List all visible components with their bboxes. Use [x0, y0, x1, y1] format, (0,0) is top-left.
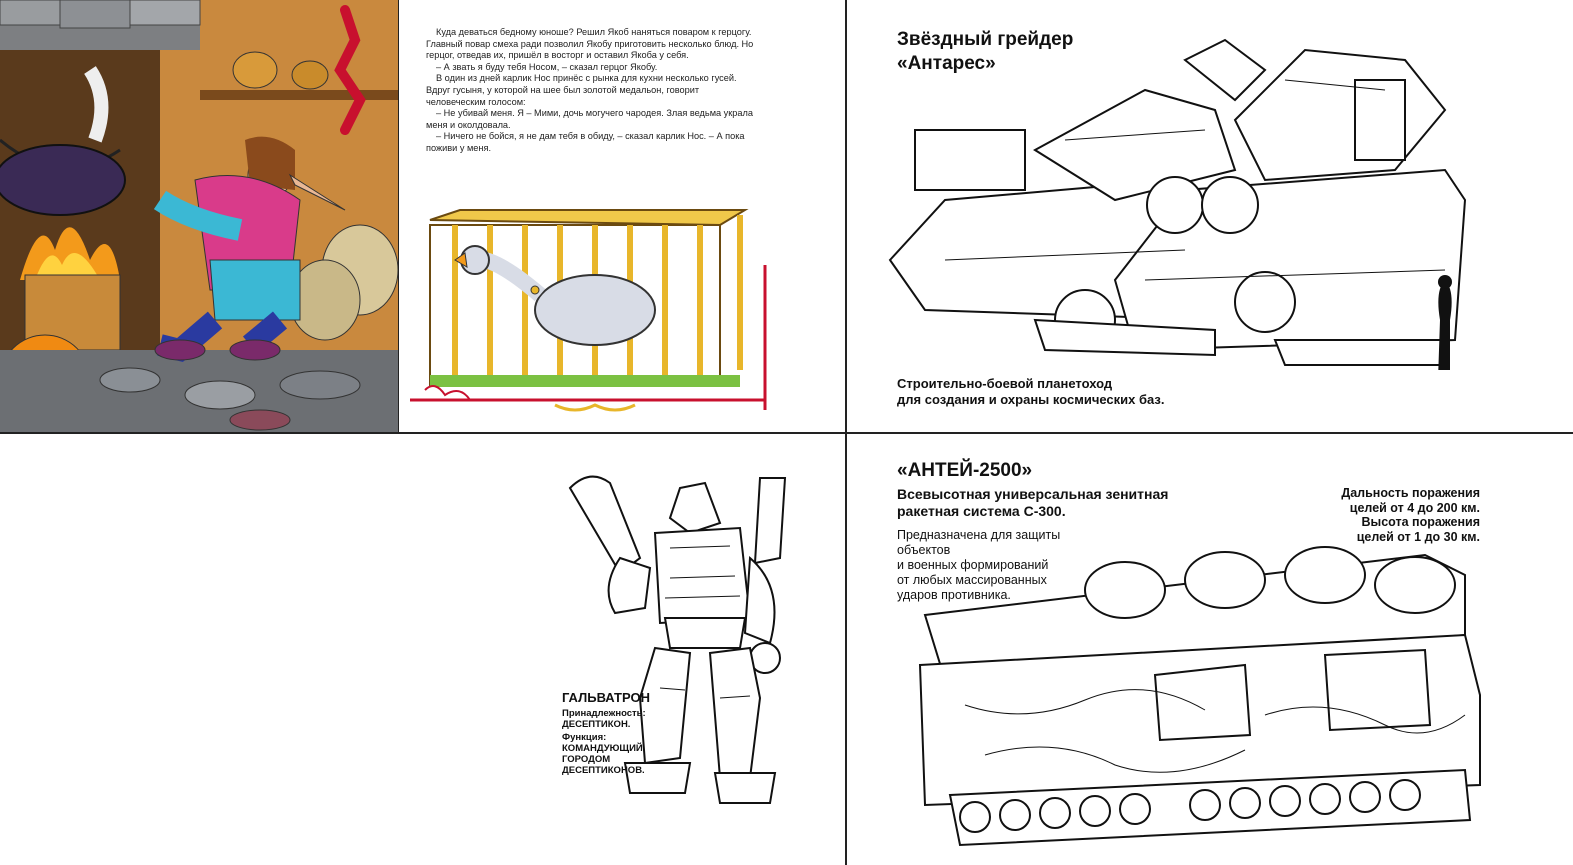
story-paragraph: – Ничего не бойся, я не дам тебя в обиду…	[426, 131, 745, 153]
galvatron-name: ГАЛЬВАТРОН	[562, 690, 650, 705]
antey-description: Предназначена для защиты объектов и воен…	[897, 528, 1097, 603]
grader-vehicle-drawing	[888, 38, 1467, 370]
function-value-line3: ДЕСЕПТИКОНОВ.	[562, 765, 645, 776]
antey-desc-line2: и военных формирований	[897, 558, 1049, 572]
spread-divider-horizontal	[0, 432, 1573, 434]
antey-subtitle: Всевысотная универсальная зенитная ракет…	[897, 486, 1257, 520]
affiliation-label: Принадлежность:	[562, 708, 646, 719]
grader-title-line2: «Антарес»	[897, 53, 996, 74]
story-paragraph: Куда деваться бедному юноше? Решил Якоб …	[426, 27, 754, 61]
antey-range: Дальность поражения целей от 4 до 200 км…	[1300, 486, 1480, 544]
story-text: Куда деваться бедному юноше? Решил Якоб …	[426, 27, 756, 155]
antey-desc-line4: ударов противника.	[897, 588, 1011, 602]
grader-caption: Строительно-боевой планетоход для создан…	[897, 376, 1165, 408]
antey-subtitle-line2: ракетная система С-300.	[897, 503, 1066, 519]
affiliation-value: ДЕСЕПТИКОН.	[562, 719, 631, 730]
antey-title: «АНТЕЙ-2500»	[897, 460, 1033, 481]
function-value-line2: ГОРОДОМ	[562, 754, 611, 765]
function-value-line1: КОМАНДУЮЩИЙ	[562, 743, 643, 754]
story-paragraph: – А звать я буду тебя Носом, – сказал ге…	[436, 61, 658, 72]
goose-cage-illustration	[410, 209, 767, 412]
grader-caption-line1: Строительно-боевой планетоход	[897, 376, 1113, 391]
antey-range-line4: целей от 1 до 30 км.	[1356, 529, 1480, 544]
story-paragraph: В один из дней карлик Нос принёс с рынка…	[426, 73, 737, 107]
grader-title: Звёздный грейдер «Антарес»	[897, 28, 1073, 76]
antey-range-line2: целей от 4 до 200 км.	[1349, 500, 1480, 515]
antey-range-line1: Дальность поражения	[1341, 486, 1480, 500]
grader-caption-line2: для создания и охраны космических баз.	[897, 392, 1165, 407]
story-paragraph: – Не убивай меня. Я – Мими, дочь могучег…	[426, 108, 753, 130]
galvatron-robot-drawing	[568, 475, 787, 804]
antey-desc-line3: от любых массированных	[897, 573, 1047, 587]
s300-launcher-drawing	[918, 546, 1481, 847]
antey-subtitle-line1: Всевысотная универсальная зенитная	[897, 486, 1169, 502]
antey-range-line3: Высота поражения	[1361, 515, 1480, 529]
antey-desc-line1: Предназначена для защиты объектов	[897, 528, 1061, 557]
function-label: Функция:	[562, 732, 607, 743]
page-divider-top-left	[398, 0, 399, 432]
galvatron-info: Принадлежность: ДЕСЕПТИКОН. Функция: КОМ…	[562, 708, 672, 776]
kitchen-illustration	[0, 0, 398, 432]
grader-title-line1: Звёздный грейдер	[897, 29, 1074, 50]
